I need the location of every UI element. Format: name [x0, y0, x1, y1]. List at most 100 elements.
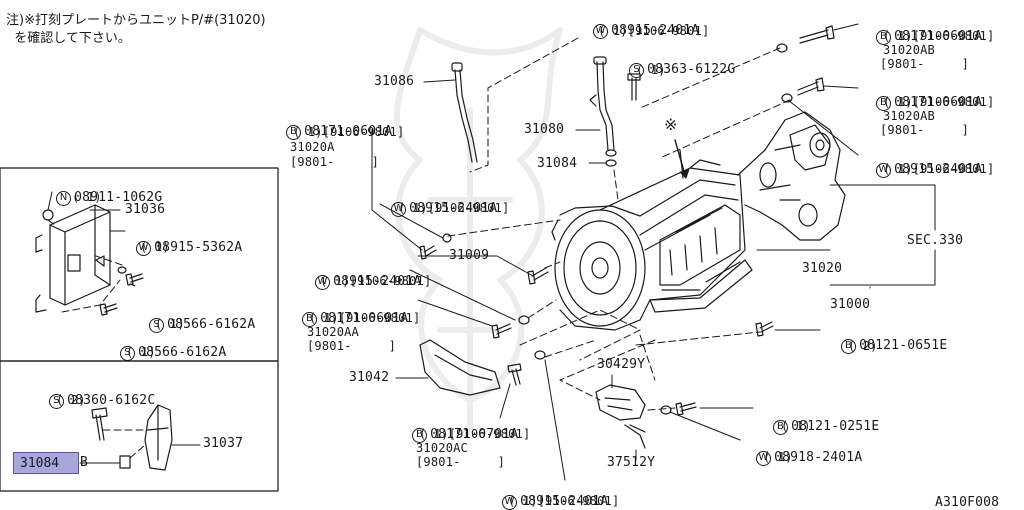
callout-b-bottomright-qty: ( 1): [781, 419, 811, 433]
callout-b-topright-1-range: [9801- ]: [880, 57, 970, 71]
bracket-31084B: [119, 455, 131, 469]
dust-cover-31042: [419, 339, 501, 396]
w-badge-icon: W: [391, 201, 407, 217]
callout-b-right-qty: ( 2): [848, 339, 878, 353]
callout-code: 08915-2401A: [611, 23, 700, 38]
part-label-37512Y[interactable]: 37512Y: [607, 455, 656, 470]
bracket-30429Y: [595, 384, 646, 449]
part-label-31042[interactable]: 31042: [349, 370, 390, 385]
w-badge-icon: W: [593, 23, 609, 39]
o-ring-31084: [605, 149, 617, 157]
s-badge-icon: S: [149, 317, 165, 333]
section-label-330[interactable]: SEC.330: [907, 233, 964, 248]
dipstick: [451, 62, 478, 163]
callout-code: 08360-6162C: [67, 393, 156, 408]
filler-tube: [589, 56, 617, 167]
callout-b-left-alt: 31020A: [290, 140, 335, 154]
part-label-31000[interactable]: 31000: [830, 297, 871, 312]
callout-b-topright-2-alt: 31020AB: [883, 109, 935, 123]
b-badge-icon: B: [286, 124, 302, 140]
callout-code: 08171-0601A: [894, 29, 983, 44]
transmission-assembly: [551, 111, 846, 331]
b-badge-icon: B: [876, 95, 892, 111]
callout-code: 08918-2401A: [774, 450, 863, 465]
part-label-31037[interactable]: 31037: [203, 436, 244, 451]
oil-pan: [649, 259, 753, 313]
callout-b-topright-2-qty: ( 1)[9106-9801]: [883, 95, 995, 109]
callout-code: 08121-0651E: [859, 338, 948, 353]
callout-code: 08171-0601A: [320, 311, 409, 326]
b-badge-icon: B: [773, 419, 789, 435]
watermark-emblem: [394, 27, 563, 433]
callout-w-bottomright-qty: ( 1): [763, 450, 793, 464]
w-badge-icon: W: [502, 494, 518, 510]
part-label-31084[interactable]: 31084: [537, 156, 578, 171]
s-badge-icon: S: [49, 393, 65, 409]
callout-w-topright-qty: ( 1)[9106-9801]: [883, 162, 995, 176]
control-unit-31036: [35, 204, 144, 316]
callout-n-box-qty: ( 1): [72, 190, 102, 204]
callout-code: 08171-0601A: [304, 124, 393, 139]
callout-code: 08915-2401A: [520, 494, 609, 509]
selected-part-31084[interactable]: 31084: [13, 452, 79, 474]
callout-code: 08171-0601A: [894, 95, 983, 110]
callout-code: 08363-6122G: [647, 62, 736, 77]
callout-s-box-1-qty: ( 1): [155, 317, 185, 331]
note-line-2: を確認して下さい。: [14, 31, 131, 46]
callout-b-mid-qty: ( 1)[9106-9801]: [309, 311, 421, 325]
part-label-31009[interactable]: 31009: [449, 248, 490, 263]
callout-w-mid-2-qty: ( 1)[9106-9801]: [320, 274, 432, 288]
callout-code: 08121-0251E: [791, 419, 880, 434]
b-badge-icon: B: [302, 311, 318, 327]
callout-w-mid-1-qty: ( 1)[9106-9801]: [398, 201, 510, 215]
b-badge-icon: B: [841, 338, 857, 354]
callout-w-bottom-qty: ( 1)[9106-9801]: [508, 494, 620, 508]
part-label-31020[interactable]: 31020: [802, 261, 843, 276]
callout-code: 08915-2401A: [409, 201, 498, 216]
callout-w-box-qty: ( 1): [140, 240, 170, 254]
callout-s-box-3-qty: ( 2): [56, 393, 86, 407]
s-badge-icon: S: [120, 345, 136, 361]
callout-code: 08566-6162A: [138, 345, 227, 360]
b-badge-icon: B: [876, 29, 892, 45]
callout-code: 08915-5362A: [154, 240, 243, 255]
b-badge-icon: B: [412, 427, 428, 443]
callout-s-top-qty: ( 1): [636, 63, 666, 77]
part-label-31036[interactable]: 31036: [125, 202, 166, 217]
callout-b-bottom-qty: ( 1)[9106-9801]: [419, 427, 531, 441]
callout-code: 08566-6162A: [167, 317, 256, 332]
selected-part-suffix: B: [80, 455, 89, 470]
asterisk-mark: ※: [664, 115, 678, 134]
note-arrow: [674, 139, 686, 176]
part-label-31080[interactable]: 31080: [524, 122, 565, 137]
callout-code: 08915-2401A: [333, 274, 422, 289]
part-label-30429Y[interactable]: 30429Y: [597, 357, 646, 372]
callout-code: 08911-1062G: [74, 190, 163, 205]
n-badge-icon: N: [56, 190, 72, 206]
part-label-31086[interactable]: 31086: [374, 74, 415, 89]
w-badge-icon: W: [756, 450, 772, 466]
inset-box-sensor: [0, 360, 279, 492]
leader-lines: [47, 23, 936, 481]
torque-converter-housing: [554, 209, 646, 327]
